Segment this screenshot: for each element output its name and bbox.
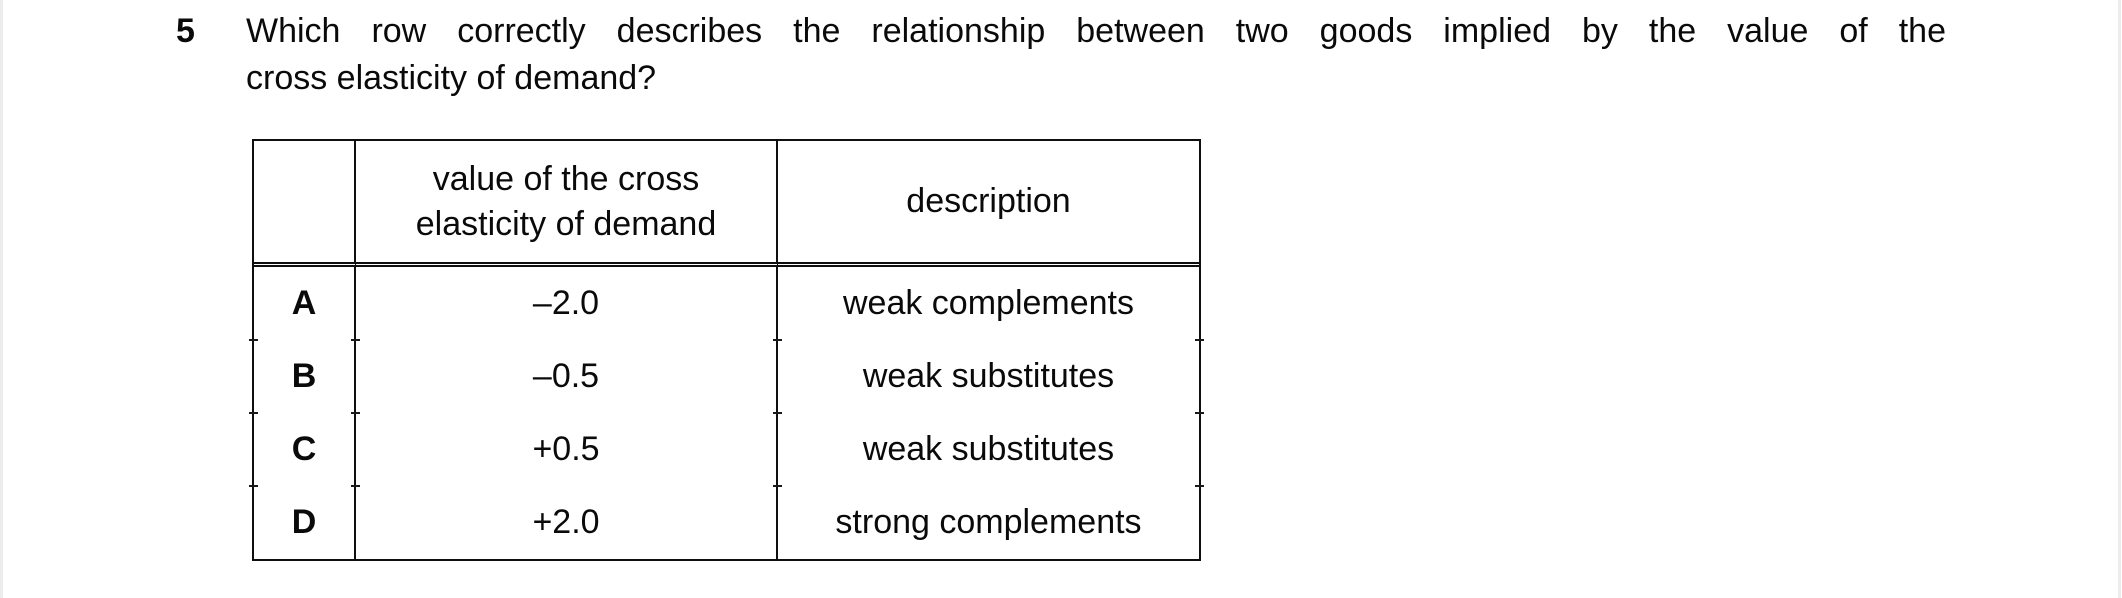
row-c-description: weak substitutes xyxy=(862,430,1115,468)
row-divider-tick xyxy=(773,339,782,341)
row-divider-tick xyxy=(249,339,258,341)
header-value-label: value of the cross elasticity of demand xyxy=(415,159,717,243)
answer-table: value of the cross elasticity of demand … xyxy=(249,139,1204,561)
header-cell-empty xyxy=(254,141,356,267)
row-divider-tick xyxy=(773,485,782,487)
question-number: 5 xyxy=(176,12,195,50)
header-cell-value: value of the cross elasticity of demand xyxy=(356,141,778,267)
row-divider-tick xyxy=(1195,412,1204,414)
row-divider-tick xyxy=(1195,485,1204,487)
row-divider-tick xyxy=(351,485,360,487)
row-a-description: weak complements xyxy=(842,284,1134,322)
question-text-line2: cross elasticity of demand? xyxy=(246,59,657,97)
question-text: Which row correctly describes the relati… xyxy=(246,8,1946,102)
header-cell-description: description xyxy=(778,141,1199,267)
row-divider-tick xyxy=(249,485,258,487)
row-d-value: +2.0 xyxy=(356,486,778,559)
row-divider-tick xyxy=(249,412,258,414)
row-c-label: C xyxy=(254,413,356,486)
row-a-value: –2.0 xyxy=(356,267,778,340)
row-divider-tick xyxy=(773,412,782,414)
question-text-line1: Which row correctly describes the relati… xyxy=(246,12,1946,50)
row-b-value: –0.5 xyxy=(356,340,778,413)
page-edge-right xyxy=(2118,0,2121,598)
row-d-description: strong complements xyxy=(835,503,1142,541)
row-a-label: A xyxy=(254,267,356,340)
row-b-label: B xyxy=(254,340,356,413)
row-divider-tick xyxy=(351,412,360,414)
row-c-value: +0.5 xyxy=(356,413,778,486)
row-divider-tick xyxy=(1195,339,1204,341)
row-divider-tick xyxy=(351,339,360,341)
row-b-description: weak substitutes xyxy=(862,357,1115,395)
page-edge-left xyxy=(0,0,3,598)
row-d-label: D xyxy=(254,486,356,559)
